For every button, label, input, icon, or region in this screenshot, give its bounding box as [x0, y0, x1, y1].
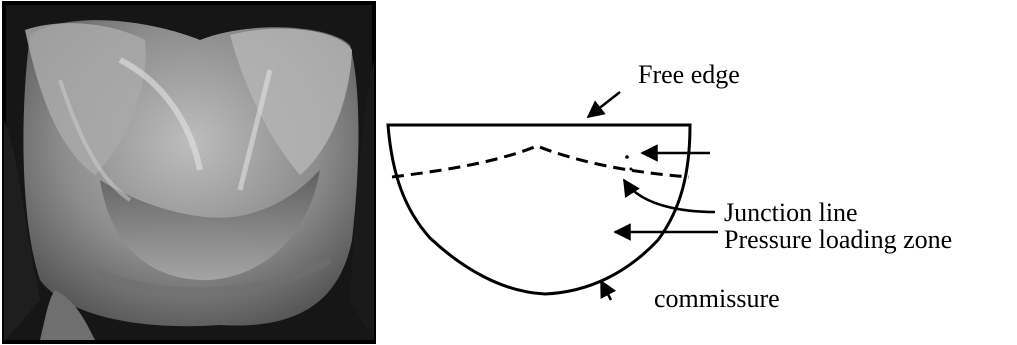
- free-edge-label: Free edge: [638, 60, 740, 89]
- marker-dot: [625, 155, 629, 159]
- junction-line-label: Junction line: [724, 198, 858, 227]
- free-edge-arrow: [586, 91, 621, 119]
- commissure-label: commissure: [654, 284, 780, 313]
- leaflet-outline: [386, 123, 692, 296]
- pressure-loading-zone-label: Pressure loading zone: [724, 225, 953, 254]
- junction-line-dashed: [391, 144, 690, 179]
- valve-photograph: [0, 0, 378, 345]
- junction-line-arrow: [622, 178, 716, 214]
- commissure-arrow: [599, 279, 617, 301]
- marker-dot: [629, 167, 633, 171]
- leaflet-diagram: [386, 91, 718, 301]
